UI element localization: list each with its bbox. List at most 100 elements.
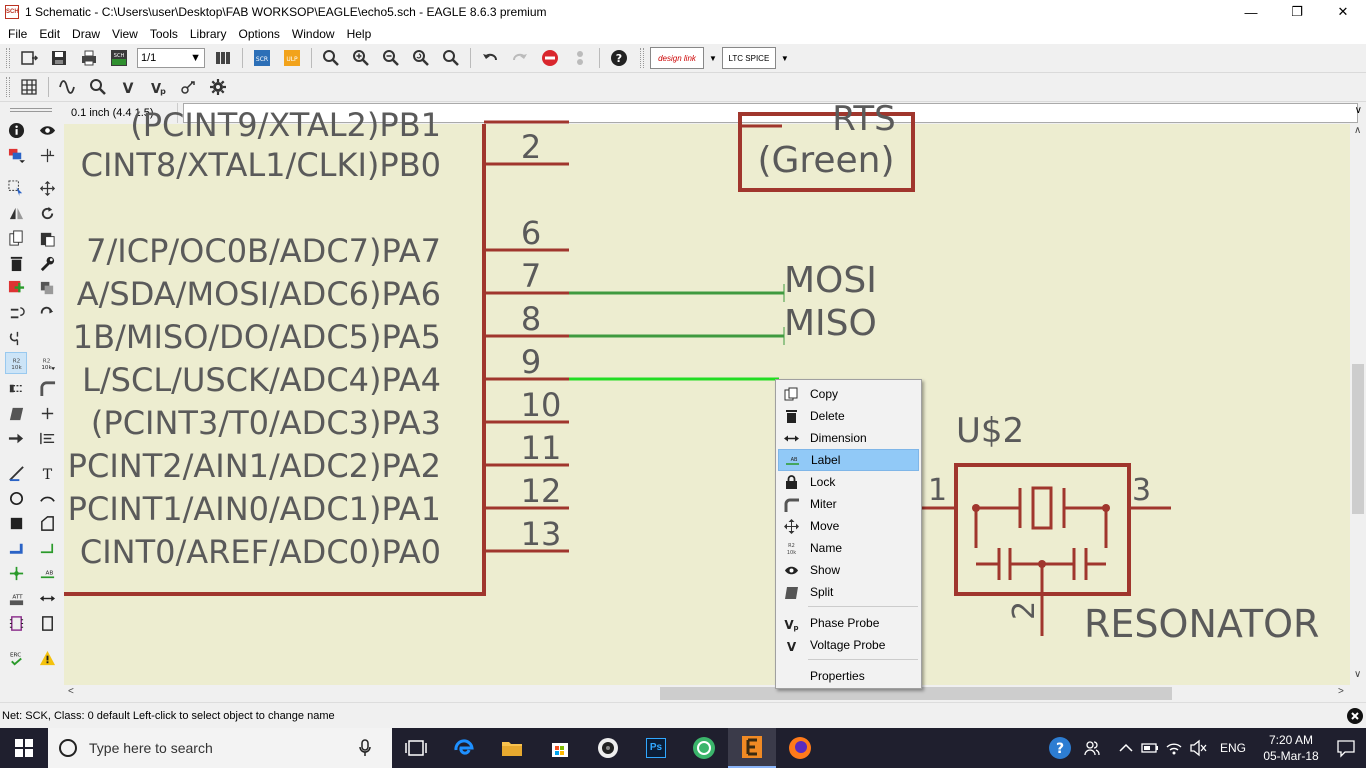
stop-command-icon[interactable] <box>1347 708 1363 724</box>
sch-brd-switch-button[interactable]: SCH <box>107 46 131 70</box>
miter-button[interactable] <box>36 377 58 399</box>
script-button[interactable]: SCR <box>250 46 274 70</box>
toolbar-grip[interactable] <box>640 48 644 68</box>
clock[interactable]: 7:20 AM 05-Mar-18 <box>1256 732 1326 764</box>
settings-button[interactable] <box>206 75 230 99</box>
zoom-select-button[interactable] <box>439 46 463 70</box>
probe-search-button[interactable] <box>86 75 110 99</box>
errors-button[interactable] <box>36 647 58 669</box>
replace-button[interactable] <box>36 277 58 299</box>
save-button[interactable] <box>47 46 71 70</box>
battery-tray-icon[interactable] <box>1138 728 1162 768</box>
circle-button[interactable] <box>5 487 27 509</box>
maximize-button[interactable]: ❐ <box>1291 4 1303 19</box>
people-tray-icon[interactable] <box>1080 728 1104 768</box>
taskbar-edge[interactable] <box>440 728 488 768</box>
toolbar-grip[interactable] <box>10 108 52 112</box>
menu-item-delete[interactable]: Delete <box>778 405 919 427</box>
simulate-button[interactable] <box>56 75 80 99</box>
taskbar-file-explorer[interactable] <box>488 728 536 768</box>
delete-button[interactable] <box>5 252 27 274</box>
net-label-mosi[interactable]: MOSI <box>784 260 877 301</box>
action-center-button[interactable] <box>1326 728 1366 768</box>
help-button[interactable]: ? <box>607 46 631 70</box>
info-button[interactable] <box>5 119 27 141</box>
arc-button[interactable] <box>36 487 58 509</box>
zoom-in-button[interactable] <box>349 46 373 70</box>
minimize-button[interactable]: — <box>1244 4 1258 20</box>
chevron-down-icon[interactable]: ▼ <box>709 53 717 63</box>
taskbar-store[interactable] <box>536 728 584 768</box>
net-button[interactable] <box>36 537 58 559</box>
start-button[interactable] <box>0 728 48 768</box>
module-button[interactable] <box>36 612 58 634</box>
menu-edit[interactable]: Edit <box>39 27 61 41</box>
zoom-fit-button[interactable] <box>319 46 343 70</box>
schematic-canvas[interactable]: (PCINT9/XTAL2)PB1 CINT8/XTAL1/CLKI)PB0 7… <box>64 99 1350 685</box>
mark-button[interactable] <box>36 144 58 166</box>
taskbar-eagle[interactable] <box>728 728 776 768</box>
help-tray-icon[interactable]: ? <box>1048 728 1072 768</box>
horizontal-scroll-thumb[interactable] <box>660 687 1172 700</box>
microphone-icon[interactable] <box>358 739 372 757</box>
taskbar-firefox[interactable] <box>776 728 824 768</box>
bus-button[interactable] <box>5 537 27 559</box>
rotate-button[interactable] <box>36 202 58 224</box>
align-button[interactable] <box>36 427 58 449</box>
vertical-scrollbar[interactable]: ∧ ∨ <box>1350 124 1366 685</box>
menu-tools[interactable]: Tools <box>149 27 178 41</box>
menu-file[interactable]: File <box>8 27 28 41</box>
redo-button[interactable] <box>508 46 532 70</box>
show-hidden-icons-button[interactable] <box>1114 728 1138 768</box>
paste-button[interactable] <box>36 227 58 249</box>
zoom-out-button[interactable] <box>379 46 403 70</box>
go-button[interactable] <box>568 46 592 70</box>
print-button[interactable] <box>77 46 101 70</box>
optimize-button[interactable] <box>36 402 58 424</box>
designlink-button[interactable]: design link <box>650 47 704 69</box>
menu-item-copy[interactable]: Copy <box>778 383 919 405</box>
sheet-select[interactable]: 1/1▼ <box>137 48 205 68</box>
select-button[interactable] <box>5 177 27 199</box>
scroll-down-icon[interactable]: ∨ <box>1354 669 1362 680</box>
scroll-right-icon[interactable]: > <box>1338 686 1344 697</box>
scroll-left-icon[interactable]: < <box>68 686 74 697</box>
chevron-down-icon[interactable]: ▼ <box>780 53 789 63</box>
probe-tool-button[interactable] <box>176 75 200 99</box>
taskbar-camera-app[interactable] <box>584 728 632 768</box>
menu-item-split[interactable]: Split <box>778 581 919 603</box>
close-button[interactable]: ✕ <box>1337 4 1349 19</box>
menu-options[interactable]: Options <box>238 27 280 41</box>
toolbar-grip[interactable] <box>6 48 10 68</box>
attribute-button[interactable]: ATT <box>5 587 27 609</box>
menu-item-properties[interactable]: Properties <box>778 665 919 687</box>
menu-item-dimension[interactable]: Dimension <box>778 427 919 449</box>
menu-item-show[interactable]: Show <box>778 559 919 581</box>
menu-library[interactable]: Library <box>189 27 227 41</box>
menu-item-lock[interactable]: Lock <box>778 471 919 493</box>
menu-view[interactable]: View <box>112 27 138 41</box>
menu-item-move[interactable]: Move <box>778 515 919 537</box>
add-button[interactable] <box>5 277 27 299</box>
menu-draw[interactable]: Draw <box>72 27 101 41</box>
toolbar-grip[interactable] <box>6 77 10 97</box>
menu-item-voltage-probe[interactable]: V Voltage Probe <box>778 634 919 656</box>
language-indicator[interactable]: ENG <box>1219 741 1246 755</box>
vertical-scroll-thumb[interactable] <box>1352 364 1364 514</box>
frame-button[interactable] <box>5 612 27 634</box>
zoom-redraw-button[interactable] <box>409 46 433 70</box>
dimension-button[interactable] <box>36 587 58 609</box>
ulp-button[interactable]: ULP <box>280 46 304 70</box>
sheets-button[interactable] <box>211 46 235 70</box>
undo-button[interactable] <box>478 46 502 70</box>
display-button[interactable] <box>5 144 27 166</box>
gateswap-button[interactable] <box>36 302 58 324</box>
show-button[interactable] <box>36 119 58 141</box>
move-button[interactable] <box>36 177 58 199</box>
pinswap-button[interactable] <box>5 302 27 324</box>
label-button[interactable]: AB <box>36 562 58 584</box>
voltage-probe-button[interactable]: V <box>116 75 140 99</box>
open-button[interactable] <box>17 46 41 70</box>
